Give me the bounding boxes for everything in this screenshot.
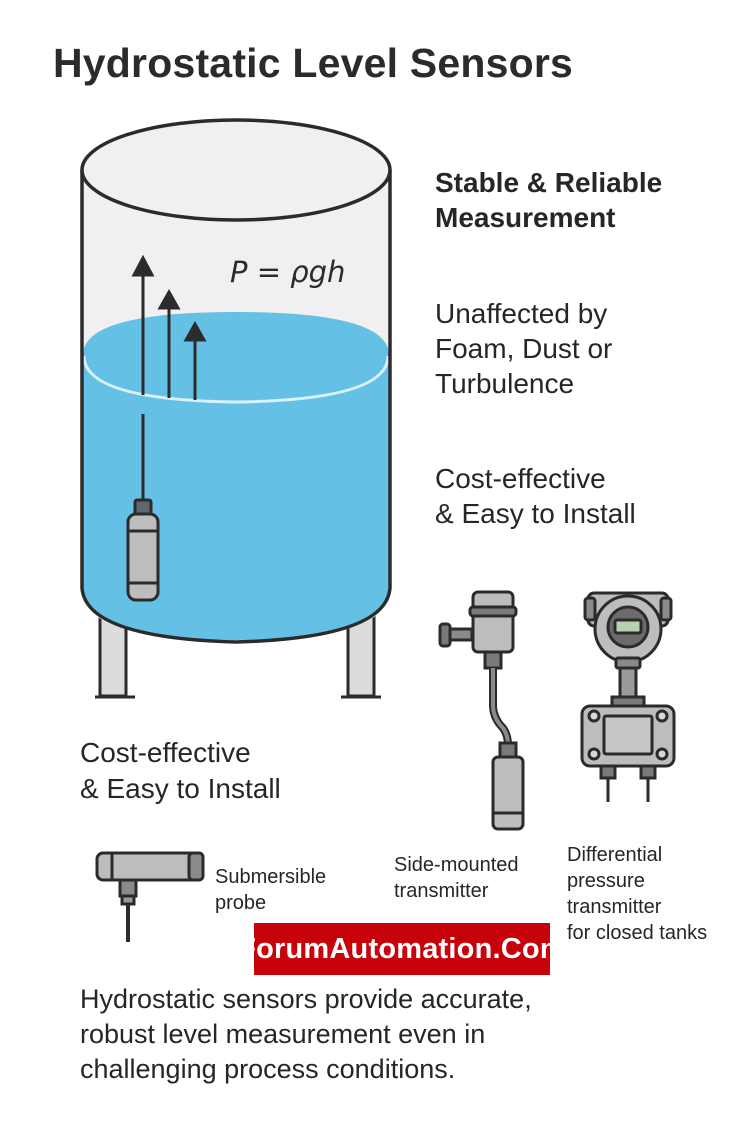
caption-line: Submersible xyxy=(215,866,327,888)
caption-differential-pressure-transmitter: Differential pressure transmitter for cl… xyxy=(567,842,707,946)
caption-side-mounted-transmitter: Side-mounted transmitter xyxy=(394,852,519,904)
left-heading: Cost-effective & Easy to Install xyxy=(80,735,281,807)
side-mounted-transmitter-icon xyxy=(438,590,525,831)
feature-line: Cost-effective xyxy=(435,463,606,494)
feature-line: Foam, Dust or xyxy=(435,333,613,364)
feature-unaffected: Unaffected by Foam, Dust or Turbulence xyxy=(435,296,612,401)
summary-line: robust level measurement even in xyxy=(80,1019,486,1049)
feature-line: & Easy to Install xyxy=(435,498,636,529)
arrow-up-icon xyxy=(157,288,181,310)
page-title: Hydrostatic Level Sensors xyxy=(53,40,573,86)
caption-line: pressure xyxy=(567,870,645,892)
caption-line: probe xyxy=(215,892,267,914)
brand-banner: ForumAutomation.Com xyxy=(238,923,566,975)
feature-stable-reliable: Stable & Reliable Measurement xyxy=(435,165,662,235)
caption-line: transmitter xyxy=(567,896,662,918)
summary-line: challenging process conditions. xyxy=(80,1054,456,1084)
tank-top xyxy=(80,118,392,222)
differential-pressure-transmitter-icon xyxy=(580,591,676,802)
feature-line: Unaffected by xyxy=(435,298,608,329)
caption-line: transmitter xyxy=(394,880,489,902)
arrow-up-icon xyxy=(183,320,207,342)
pressure-arrows xyxy=(131,254,207,400)
arrow-up-icon xyxy=(131,254,155,277)
summary-line: Hydrostatic sensors provide accurate, xyxy=(80,984,532,1014)
feature-line: Measurement xyxy=(435,202,616,233)
formula: P = ρgh xyxy=(230,255,345,289)
heading-line: & Easy to Install xyxy=(80,773,281,804)
caption-submersible-probe: Submersible probe xyxy=(215,864,326,916)
feature-line: Turbulence xyxy=(435,368,575,399)
feature-line: Stable & Reliable xyxy=(435,167,663,198)
caption-line: Differential xyxy=(567,844,663,866)
submersible-probe-icon xyxy=(95,851,205,942)
heading-line: Cost-effective xyxy=(80,737,251,768)
submerged-probe-icon xyxy=(126,414,160,602)
feature-cost-effective: Cost-effective & Easy to Install xyxy=(435,461,636,531)
summary-text: Hydrostatic sensors provide accurate, ro… xyxy=(80,982,532,1087)
caption-line: for closed tanks xyxy=(567,922,708,944)
caption-line: Side-mounted xyxy=(394,854,519,876)
